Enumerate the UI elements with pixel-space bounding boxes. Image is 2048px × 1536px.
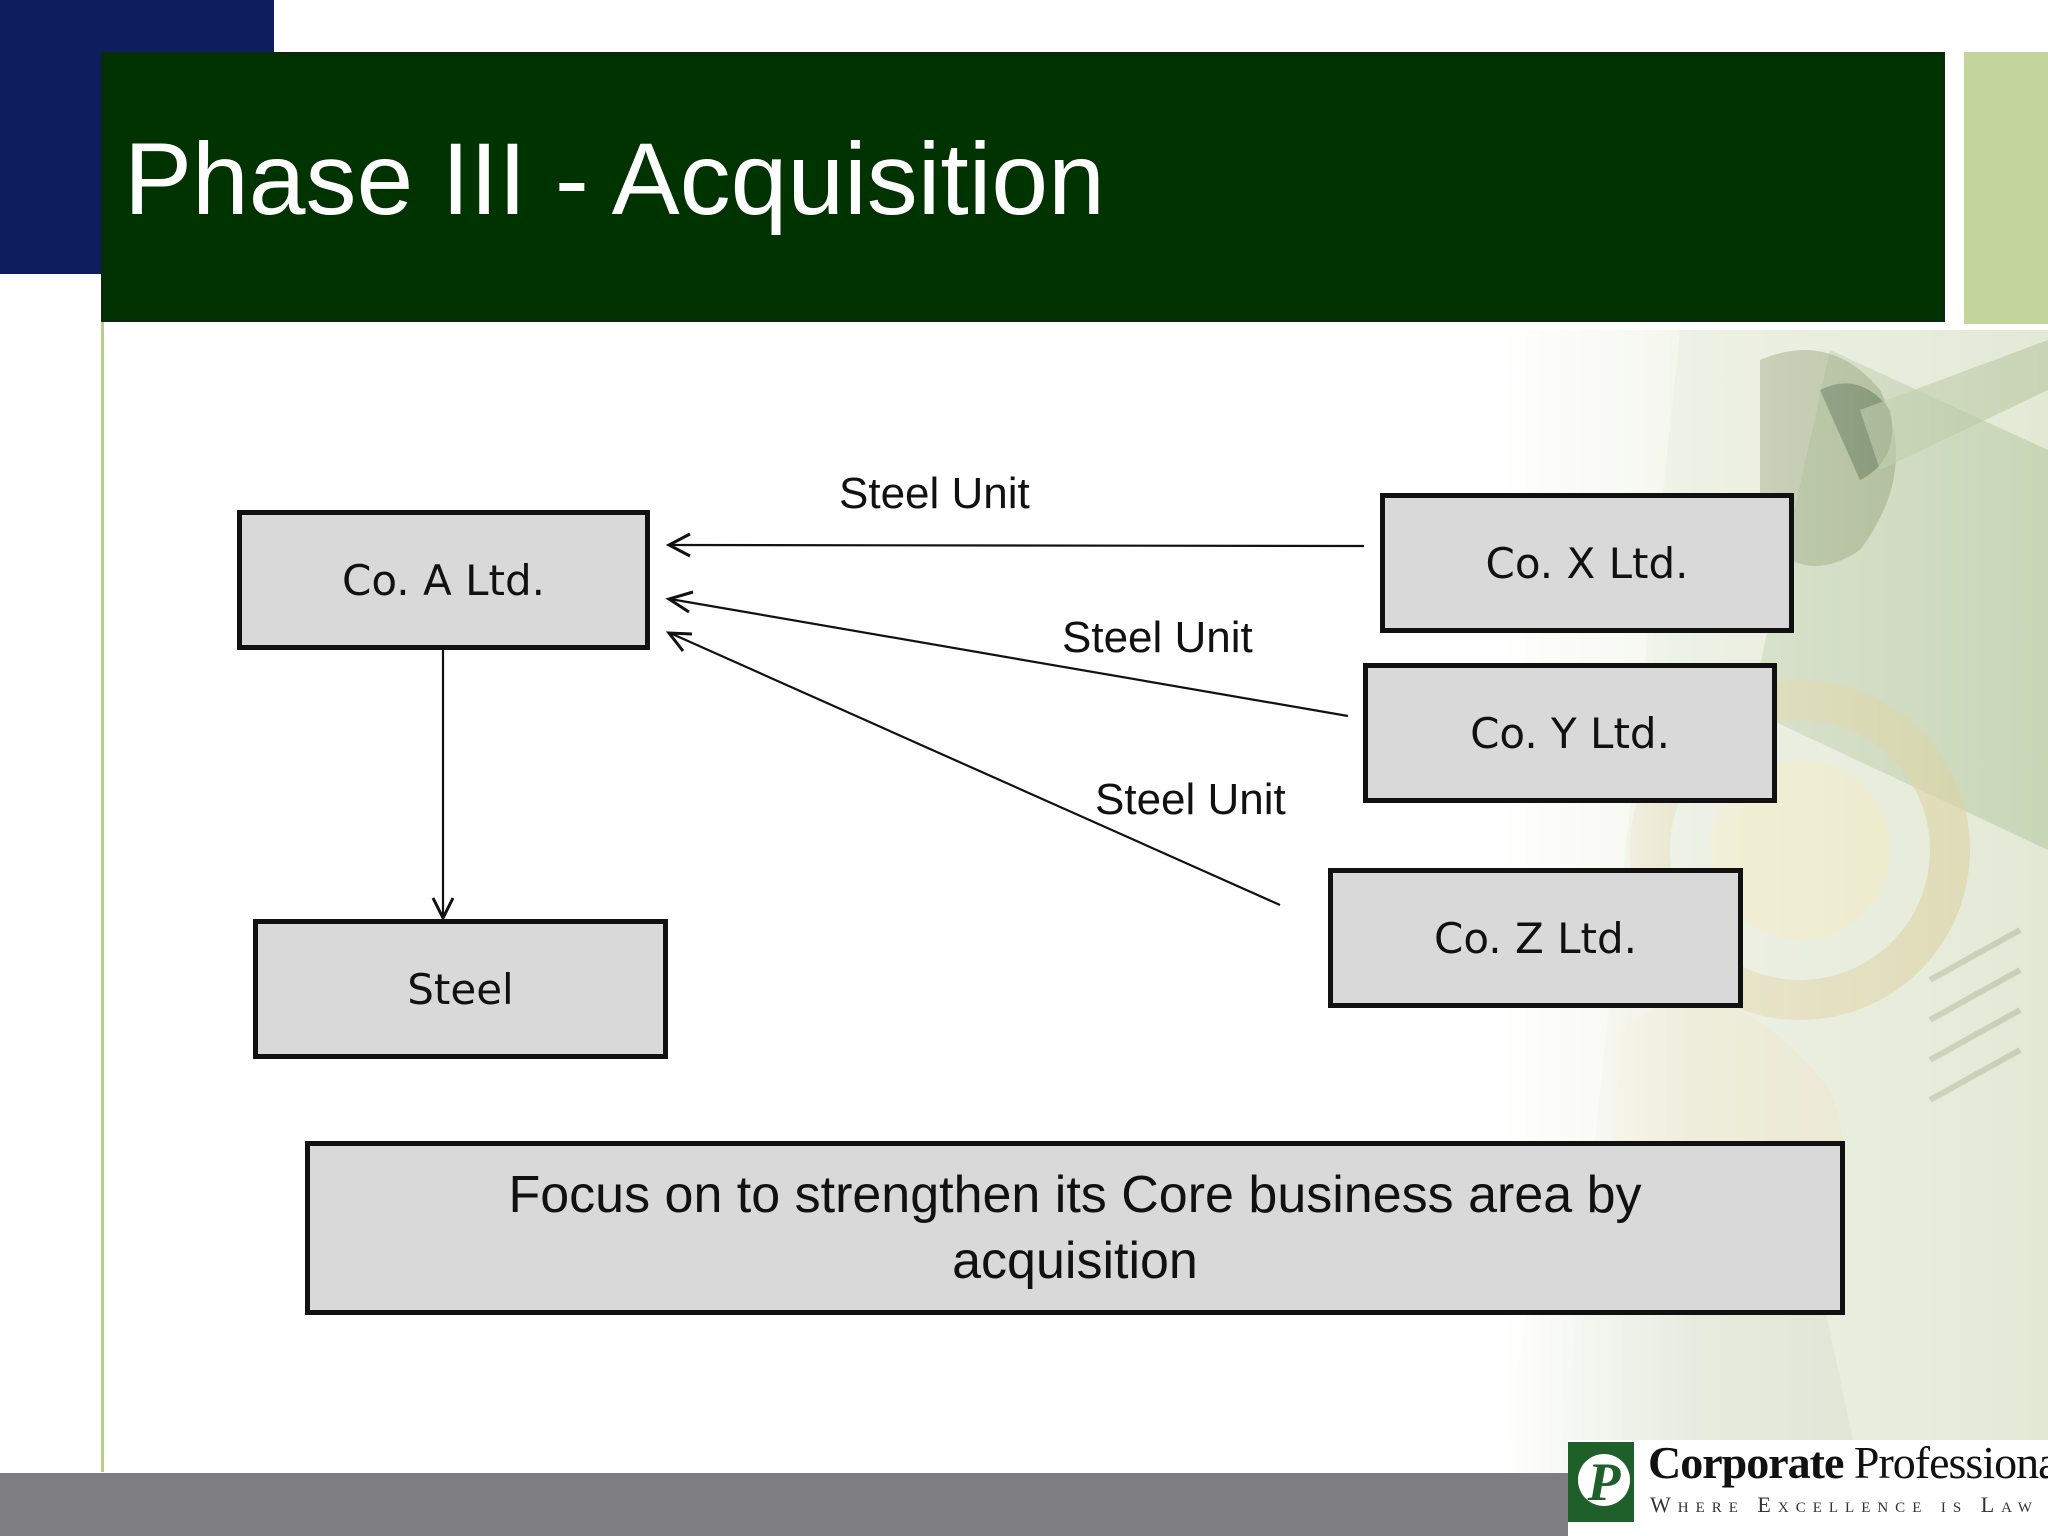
logo-mark-letter: P (1587, 1452, 1622, 1512)
lime-accent-strip (1964, 52, 2048, 324)
slide-title: Phase III - Acquisition (124, 122, 1105, 236)
arrow-y-to-a (665, 590, 1349, 718)
edge-label-x-to-a: Steel Unit (839, 469, 1030, 518)
company-logo: P Corporate Professionals Where Excellen… (1568, 1440, 2048, 1536)
left-accent-rule (101, 322, 104, 1472)
arrow-a-to-steel (431, 650, 455, 922)
edge-label-y-to-a: Steel Unit (1062, 613, 1253, 662)
node-steel: Steel (253, 919, 668, 1059)
arrow-x-to-a (665, 532, 1365, 558)
logo-name-rest: Professionals (1853, 1437, 2048, 1488)
summary-box: Focus on to strengthen its Core business… (305, 1141, 1845, 1315)
node-co-x-ltd: Co. X Ltd. (1380, 493, 1794, 633)
node-co-a-ltd: Co. A Ltd. (237, 510, 650, 650)
logo-name-bold: Corporate (1648, 1437, 1844, 1488)
logo-p-mark-icon: P (1568, 1442, 1634, 1522)
node-co-y-ltd: Co. Y Ltd. (1363, 663, 1777, 803)
arrow-z-to-a (665, 631, 1281, 907)
node-co-z-ltd: Co. Z Ltd. (1328, 868, 1743, 1008)
title-band (101, 52, 1945, 322)
logo-tagline: Where Excellence is Law (1650, 1492, 2039, 1517)
logo-company-name: Corporate Professionals (1648, 1440, 2048, 1486)
edge-label-z-to-a: Steel Unit (1095, 775, 1286, 824)
